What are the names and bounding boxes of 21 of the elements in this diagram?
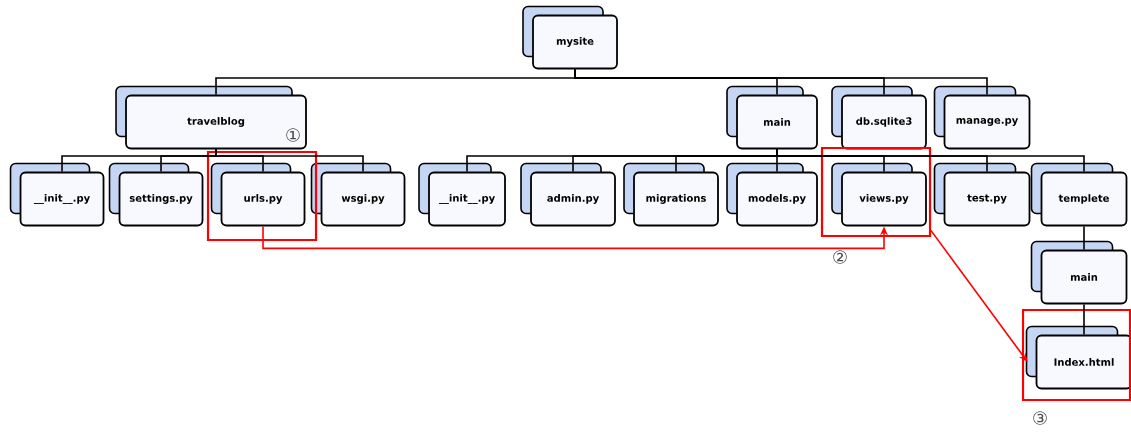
folder-box: mysite: [522, 5, 618, 70]
folder-box: settings.py: [108, 162, 204, 227]
folder-box: templete: [1030, 162, 1128, 227]
folder-box: urls.py: [210, 162, 306, 227]
arrow: [930, 229, 1028, 362]
folder-box: db.sqlite3: [831, 85, 927, 150]
folder-box: main: [726, 85, 818, 150]
callout-number: ③: [1033, 411, 1047, 425]
folder-box: main: [1030, 240, 1128, 305]
folder-box: migrations: [623, 162, 719, 227]
folder-box: admin.py: [520, 162, 616, 227]
folder-box: manage.py: [933, 85, 1031, 150]
callout-number: ①: [286, 128, 300, 142]
folder-box: __init__.py: [9, 162, 105, 227]
folder-box: views.py: [831, 162, 927, 227]
folder-box: models.py: [726, 162, 818, 227]
folder-box: wsgi.py: [310, 162, 406, 227]
folder-box: __init__.py: [418, 162, 506, 227]
callout-number: ②: [833, 250, 847, 264]
folder-box: test.py: [933, 162, 1031, 227]
folder-box: Index.html: [1025, 325, 1131, 390]
